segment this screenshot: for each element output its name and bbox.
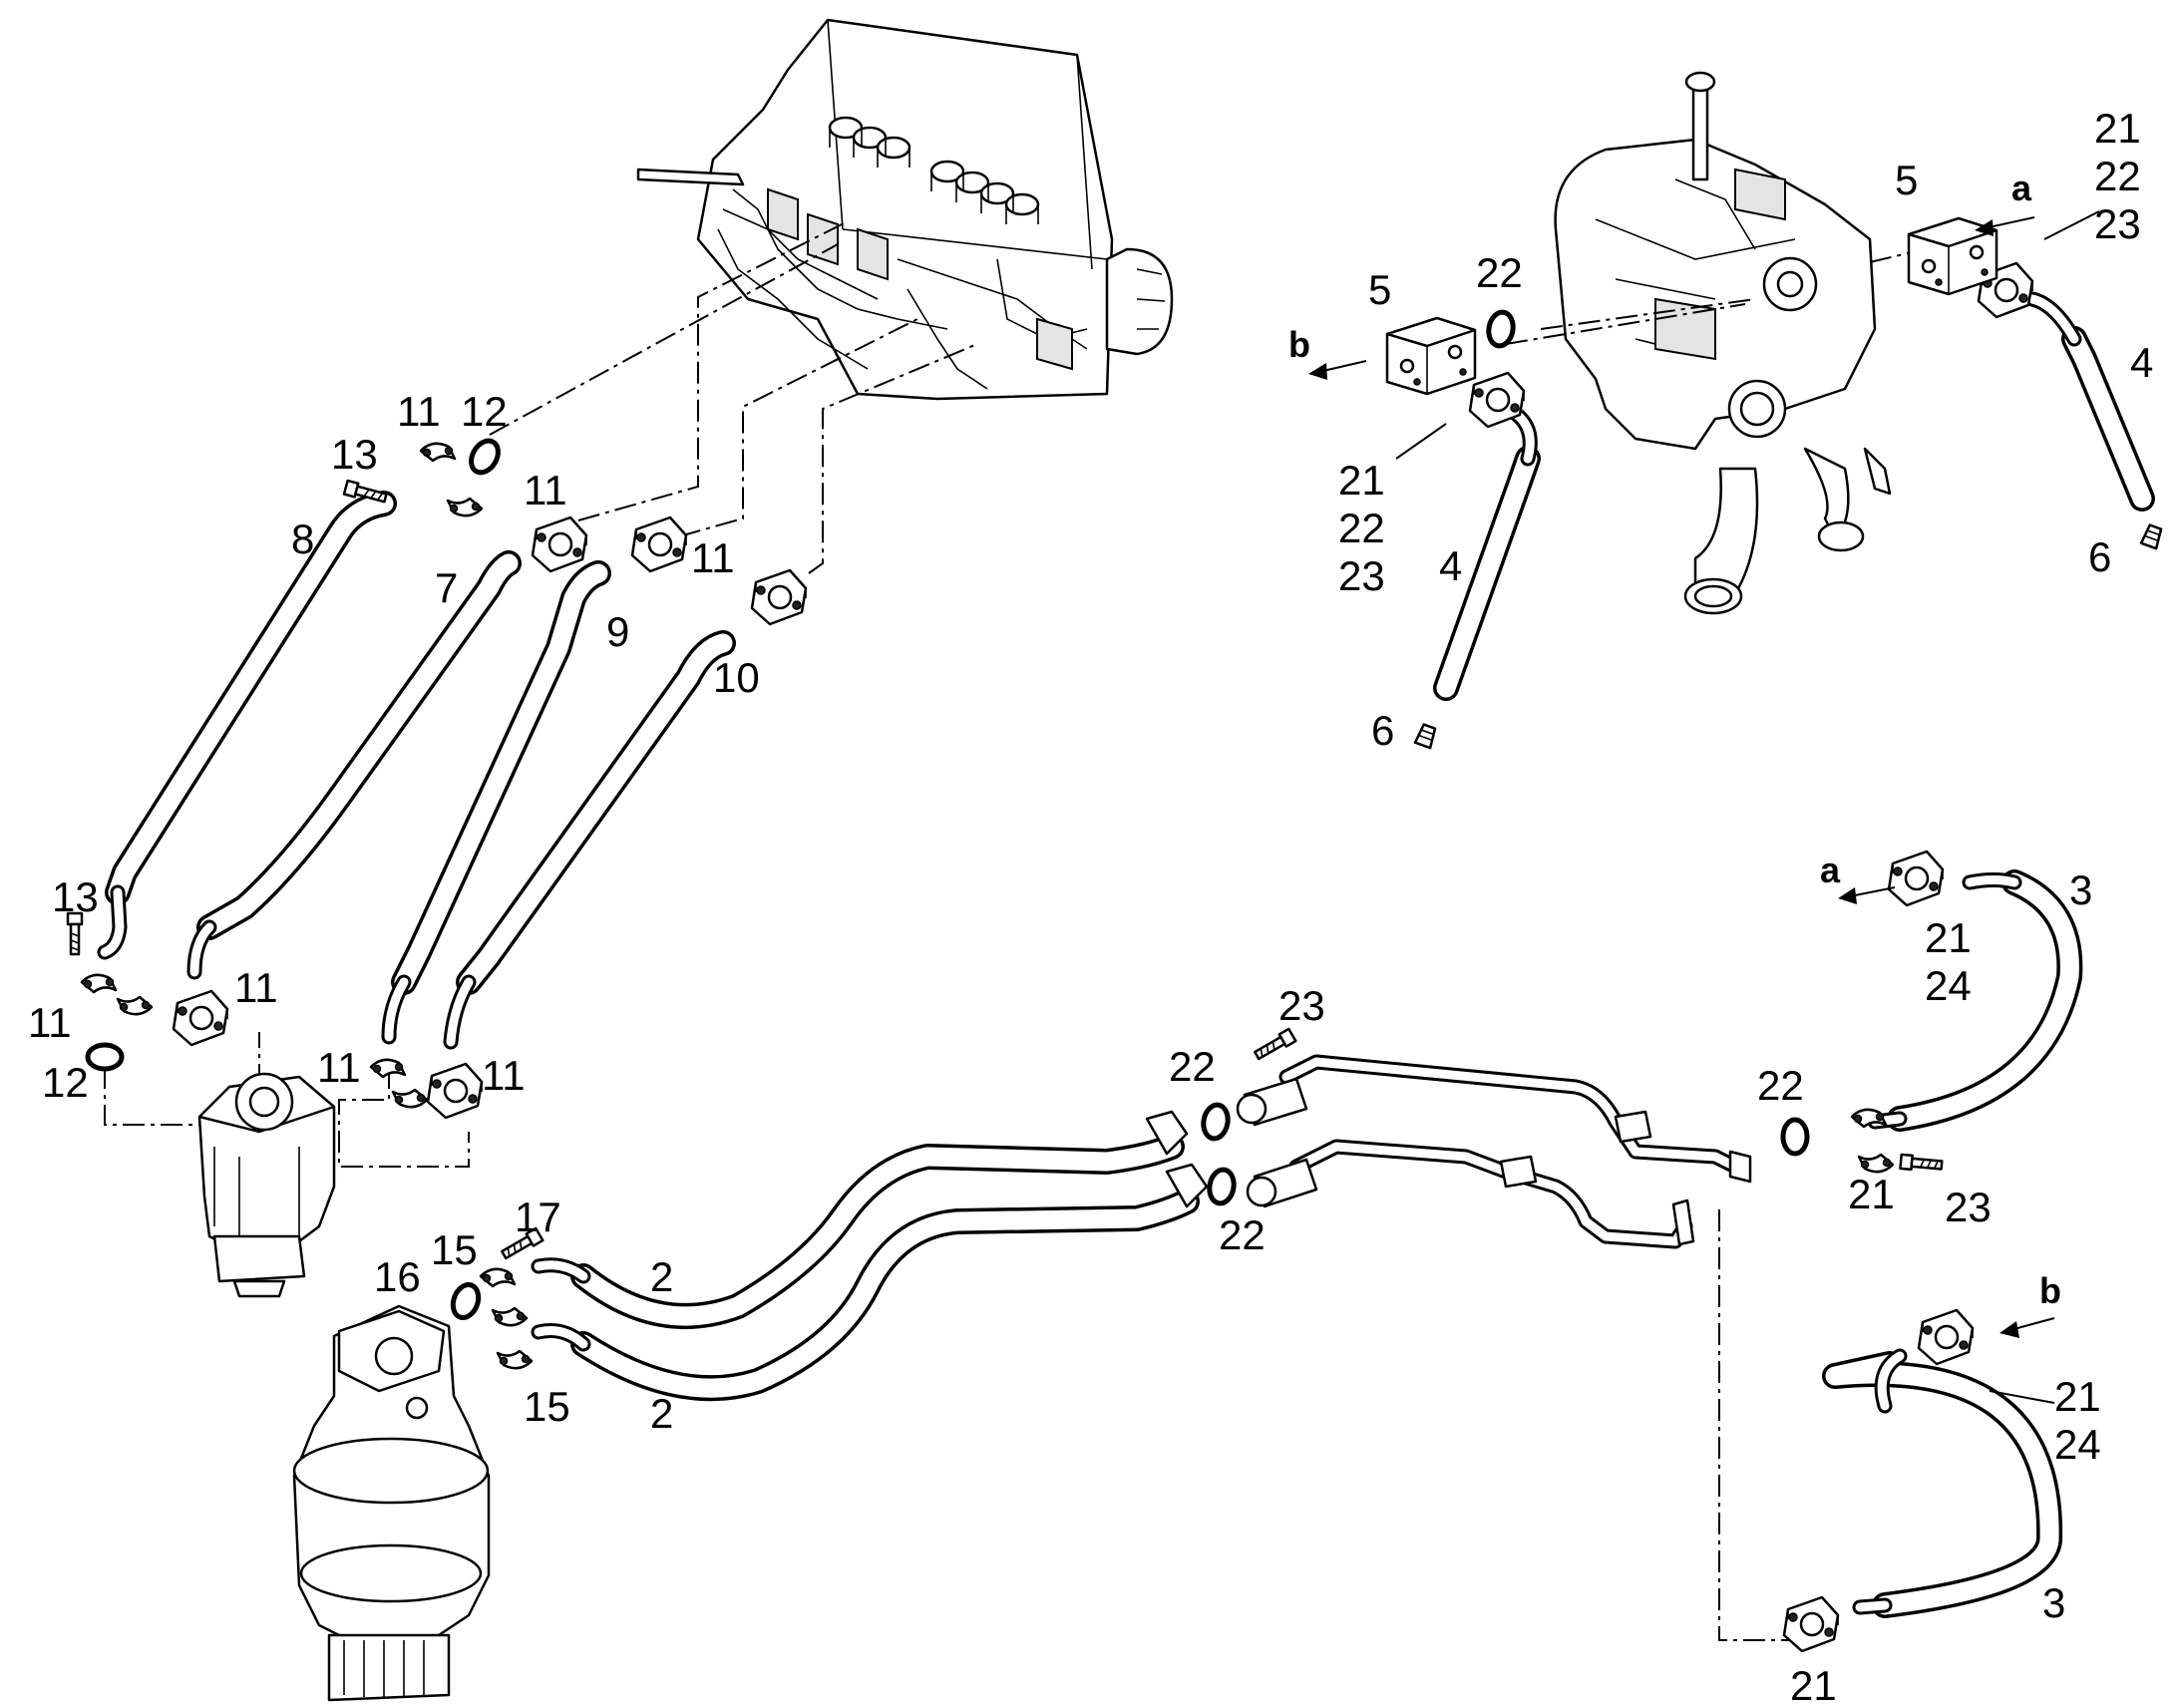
callout-11: 11 [234,964,278,1011]
hose-10 [443,630,736,1050]
callout-17: 17 [515,1194,561,1240]
callout-24: 24 [2054,1421,2101,1468]
arrow-a-gearbox [1975,216,2035,236]
callout-23: 23 [1278,982,1325,1029]
callout-11: 11 [317,1044,361,1091]
direction-a-label: a [1820,850,1841,890]
rigid-pipe-upper [1278,1054,1752,1184]
callout-13: 13 [331,431,378,478]
reference-lines [104,220,1926,1641]
hose-4-right [2024,291,2155,512]
callout-22: 22 [1476,249,1523,296]
callout-4: 4 [1439,542,1462,589]
callout-11: 11 [397,388,441,435]
callout-labels: 11 12 13 8 11 7 11 9 10 5 22 5 b a 21 22… [28,105,2153,1708]
hose-2-lower [531,1189,1200,1402]
callout-11: 11 [691,534,735,581]
callout-24: 24 [1925,962,1972,1009]
callout-10: 10 [713,654,760,701]
gearbox-assembly [1554,71,1892,615]
callout-5: 5 [1895,157,1918,203]
travel-motor-assembly [292,1304,491,1702]
callout-22: 22 [1169,1043,1216,1090]
hose-9 [381,560,611,1045]
direction-b-label: b [1288,324,1310,365]
callout-3: 3 [2042,1579,2065,1626]
callout-9: 9 [606,608,629,655]
hose-3-upper [1867,869,2083,1132]
callout-23: 23 [1945,1184,1992,1230]
callout-15: 15 [431,1226,478,1273]
hose-2-upper [531,1134,1185,1329]
callout-16: 16 [374,1253,421,1300]
hose-8 [97,491,397,960]
arrow-b-gearbox [1308,360,1367,380]
callout-2: 2 [650,1390,673,1437]
callout-21: 21 [1790,1662,1837,1708]
callout-4: 4 [2130,339,2153,386]
callout-7: 7 [435,564,458,611]
callout-22: 22 [1219,1211,1266,1258]
callout-8: 8 [291,515,314,562]
callout-2: 2 [650,1253,673,1300]
callout-21: 21 [1338,457,1385,504]
callout-22: 22 [1338,505,1385,551]
pump-assembly [197,1072,336,1298]
gearbox-outlet-left [1683,467,1759,615]
gearbox-outlet-right [1803,447,1892,552]
rigid-pipe-lower [1288,1139,1695,1249]
engine-cylinder-heads [828,116,1040,224]
callout-11: 11 [482,1052,526,1099]
callout-11: 11 [28,999,72,1046]
callout-5: 5 [1368,266,1391,313]
hose-3-lower [1822,1348,2063,1618]
callout-23: 23 [1338,552,1385,599]
callout-3: 3 [2069,866,2092,913]
callout-12: 12 [461,388,508,435]
callout-12: 12 [42,1059,89,1106]
direction-arrows [1308,216,2055,1338]
callout-23: 23 [2094,200,2141,247]
callout-21: 21 [2054,1373,2101,1420]
callout-13: 13 [52,873,99,920]
arrow-a-hose [1838,886,1896,904]
direction-b-label: b [2039,1270,2061,1311]
engine-assembly [636,18,1174,401]
arrow-b-hose [1999,1317,2055,1338]
callout-11: 11 [524,467,567,513]
callout-15: 15 [524,1383,570,1430]
callout-21: 21 [1848,1171,1895,1217]
direction-a-label: a [2011,168,2032,208]
callout-6: 6 [1371,707,1394,754]
callout-21: 21 [1925,914,1972,961]
callout-leaders [1395,210,2100,1404]
manifold-fittings [1145,1077,1318,1208]
hose-7 [186,550,522,980]
callout-6: 6 [2088,533,2111,580]
callout-22: 22 [1757,1062,1804,1109]
callout-22: 22 [2094,153,2141,199]
callout-21: 21 [2094,105,2141,152]
